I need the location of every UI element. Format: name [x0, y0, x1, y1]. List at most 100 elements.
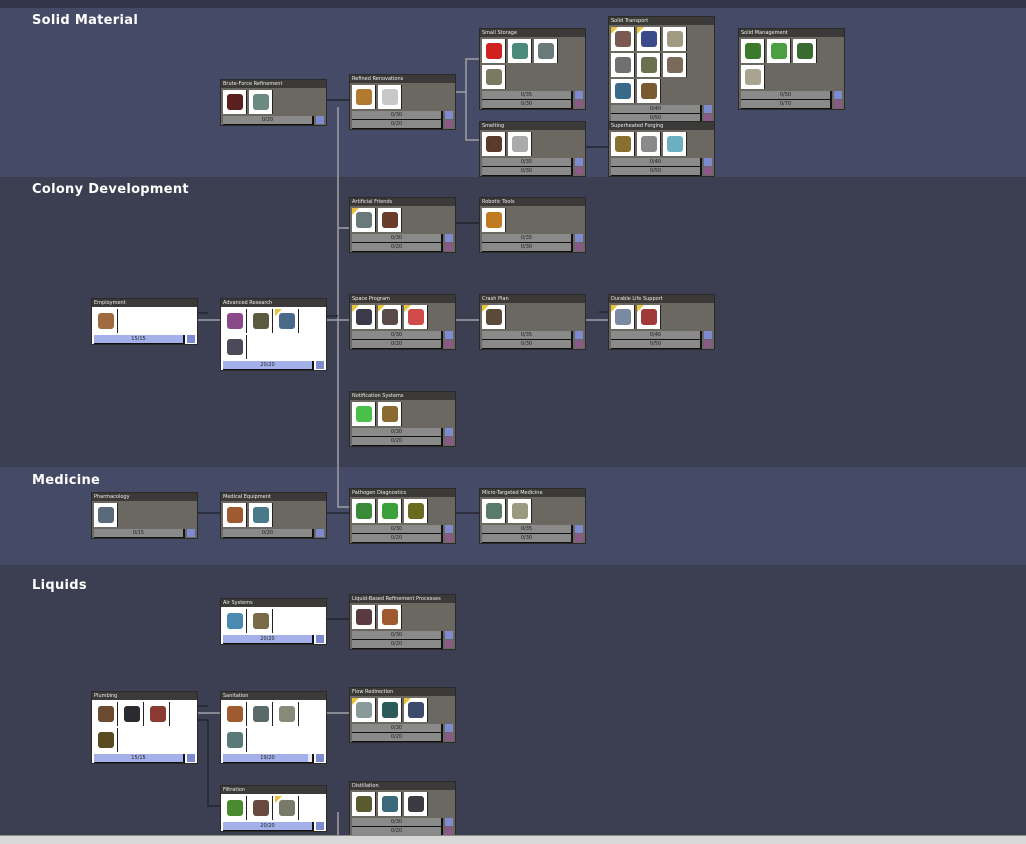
gas-filter-icon[interactable]: [223, 796, 247, 820]
ore-crusher-icon[interactable]: [223, 90, 247, 114]
research-research-point-icon: [575, 234, 583, 242]
signal-box-icon[interactable]: [378, 402, 402, 426]
gas-pump-icon[interactable]: [223, 609, 247, 633]
hospital-bed-icon[interactable]: [508, 499, 532, 523]
desalinator-icon[interactable]: [378, 792, 402, 816]
rocket-command-icon[interactable]: [352, 305, 376, 329]
liquid-pump-icon[interactable]: [146, 702, 170, 726]
sink-icon[interactable]: [249, 702, 273, 726]
jobs-board-icon[interactable]: [94, 309, 118, 333]
germ-sensor-icon[interactable]: [352, 499, 376, 523]
research-station-icon[interactable]: [223, 335, 247, 359]
robo-miner-icon[interactable]: [378, 208, 402, 232]
glass-forge-icon[interactable]: [611, 132, 635, 156]
conveyor-chute-icon[interactable]: [637, 27, 661, 51]
liquid-filter-pump-icon[interactable]: [249, 796, 273, 820]
steel-tile-icon[interactable]: [637, 132, 661, 156]
water-purifier-icon[interactable]: [275, 796, 299, 820]
solid-filter-icon[interactable]: [741, 39, 765, 63]
air-vent-icon[interactable]: [249, 609, 273, 633]
conveyor-rail-icon[interactable]: [663, 27, 687, 51]
nosecone-icon[interactable]: [637, 305, 661, 329]
liquid-vent-icon[interactable]: [94, 728, 118, 752]
bottom-scrollbar[interactable]: [0, 835, 1026, 844]
oil-refinery-icon[interactable]: [352, 605, 376, 629]
progress-track: 0/20: [352, 242, 443, 252]
ethanol-distiller-icon[interactable]: [404, 792, 428, 816]
apothecary-icon[interactable]: [94, 503, 118, 527]
solid-sensor-icon[interactable]: [767, 39, 791, 63]
window-tile-icon[interactable]: [378, 85, 402, 109]
solid-element-sensor-icon[interactable]: [793, 39, 817, 63]
storage-bin-icon[interactable]: [637, 79, 661, 103]
conveyor-loader-icon[interactable]: [482, 39, 506, 63]
auto-sweeper-icon[interactable]: [637, 53, 661, 77]
fertilizer-synth-icon[interactable]: [378, 605, 402, 629]
conveyor-meter-icon[interactable]: [611, 79, 635, 103]
liquid-filter-icon[interactable]: [378, 698, 402, 722]
spacefarer-module-icon[interactable]: [611, 305, 635, 329]
auto-miner-icon[interactable]: [482, 208, 506, 232]
conveyor-bridge-icon[interactable]: [611, 53, 635, 77]
steam-turbine-icon[interactable]: [663, 132, 687, 156]
rocket-platform-icon[interactable]: [378, 305, 402, 329]
liquid-pipe-icon[interactable]: [94, 702, 118, 726]
metal-refinery-icon[interactable]: [482, 132, 506, 156]
water-sieve-icon[interactable]: [223, 728, 247, 752]
radar-icon[interactable]: [404, 499, 428, 523]
desalinator-icon-glyph: [382, 796, 398, 812]
liquid-bridge-icon[interactable]: [120, 702, 144, 726]
shower-icon[interactable]: [275, 702, 299, 726]
metal-tile-icon[interactable]: [508, 132, 532, 156]
gas-reservoir-icon[interactable]: [482, 65, 506, 89]
automated-notifier-icon[interactable]: [352, 402, 376, 426]
geotuner-icon[interactable]: [249, 309, 273, 333]
kiln-icon[interactable]: [249, 90, 273, 114]
liquid-shutoff-icon[interactable]: [352, 698, 376, 722]
solid-bridge-icon[interactable]: [741, 65, 765, 89]
advanced-doctor-station-icon[interactable]: [482, 499, 506, 523]
conveyor-receptacle-icon[interactable]: [611, 27, 635, 51]
orbital-data-icon[interactable]: [482, 305, 506, 329]
wash-station-icon[interactable]: [249, 503, 273, 527]
mechanical-shutoff-icon[interactable]: [404, 698, 428, 722]
triage-cot-icon[interactable]: [223, 503, 247, 527]
liquid-valve-icon[interactable]: [534, 39, 558, 63]
lavatory-icon[interactable]: [223, 702, 247, 726]
solid-shutoff-icon[interactable]: [663, 53, 687, 77]
algae-distiller-icon[interactable]: [352, 792, 376, 816]
starmap-icon[interactable]: [404, 305, 428, 329]
sweepy-dock-icon[interactable]: [352, 208, 376, 232]
telescope-icon[interactable]: [275, 309, 299, 333]
fire-pole-icon[interactable]: [352, 85, 376, 109]
storage-locker-icon[interactable]: [508, 39, 532, 63]
super-computer-icon[interactable]: [223, 309, 247, 333]
disease-clinic-icon[interactable]: [378, 499, 402, 523]
